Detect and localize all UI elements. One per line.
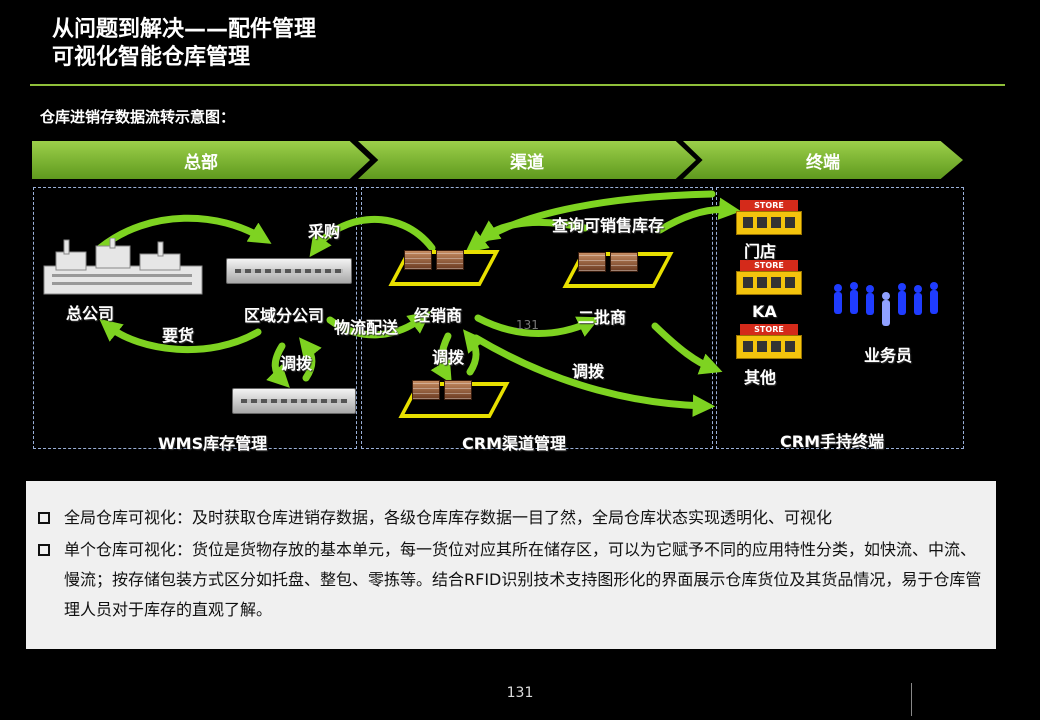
other-store-icon: STORE xyxy=(734,324,804,362)
title-line-1: 从问题到解决——配件管理 xyxy=(52,17,317,42)
stage-headquarters-chevron: 总部 xyxy=(32,141,370,179)
stage-label: 终端 xyxy=(806,152,840,173)
node-label-ka: KA xyxy=(752,302,777,321)
node-label-dealer: 经销商 xyxy=(414,306,463,325)
diagram-subtitle: 仓库进销存数据流转示意图： xyxy=(40,108,236,126)
description-box: 全局仓库可视化：及时获取仓库进销存数据，各级仓库库存数据一目了然，全局仓库状态实… xyxy=(26,481,996,649)
salespeople-icon xyxy=(834,282,938,326)
box xyxy=(578,252,606,272)
stage-terminal-chevron: 终端 xyxy=(683,141,963,179)
store-sign: STORE xyxy=(740,324,798,335)
stage-label: 总部 xyxy=(184,152,218,173)
wms-warehouse-server-icon xyxy=(232,388,356,414)
square-bullet-icon xyxy=(38,544,50,556)
flow-label-order: 要货 xyxy=(162,326,195,345)
factory-icon xyxy=(43,238,203,295)
node-label-wholesaler: 二批商 xyxy=(578,308,627,327)
zone-label-crm-handheld: CRM手持终端 xyxy=(780,432,884,451)
flow-label-logistics: 物流配送 xyxy=(334,318,399,337)
flow-label-transfer-left: 调拨 xyxy=(280,354,313,373)
bullet-item: 全局仓库可视化：及时获取仓库进销存数据，各级仓库库存数据一目了然，全局仓库状态实… xyxy=(38,503,982,533)
box xyxy=(436,250,464,270)
node-label-salesperson: 业务员 xyxy=(864,346,913,365)
flow-label-query-stock: 查询可销售库存 xyxy=(552,216,665,235)
store-body xyxy=(736,335,802,359)
bullet-text: 单个仓库可视化：货位是货物存放的基本单元，每一货位对应其所在储存区，可以为它赋予… xyxy=(64,540,982,619)
store-body xyxy=(736,271,802,295)
title-line-2: 可视化智能仓库管理 xyxy=(52,45,251,70)
title-divider xyxy=(30,84,1005,86)
wholesaler-boxes-icon xyxy=(578,252,638,272)
stage-label: 渠道 xyxy=(510,152,544,173)
flow-label-transfer-right: 调拨 xyxy=(572,362,605,381)
square-bullet-icon xyxy=(38,512,50,524)
store-icon: STORE xyxy=(734,200,804,238)
store-sign: STORE xyxy=(740,260,798,271)
box xyxy=(610,252,638,272)
sub-warehouse-boxes-icon xyxy=(412,380,472,400)
stage-channel-chevron: 渠道 xyxy=(358,141,696,179)
slide-title: 从问题到解决——配件管理 可视化智能仓库管理 xyxy=(52,16,316,72)
node-label-other: 其他 xyxy=(744,368,777,387)
zone-crm-handheld xyxy=(716,187,964,449)
bullet-item: 单个仓库可视化：货位是货物存放的基本单元，每一货位对应其所在储存区，可以为它赋予… xyxy=(38,535,982,625)
overlay-number: 131 xyxy=(516,318,539,332)
ka-store-icon: STORE xyxy=(734,260,804,298)
store-body xyxy=(736,211,802,235)
bullet-text: 全局仓库可视化：及时获取仓库进销存数据，各级仓库库存数据一目了然，全局仓库状态实… xyxy=(64,508,833,527)
page-number: 131 xyxy=(506,685,534,701)
box xyxy=(404,250,432,270)
flow-label-transfer-mid: 调拨 xyxy=(432,348,465,367)
zone-label-wms: WMS库存管理 xyxy=(158,434,268,453)
node-label-store: 门店 xyxy=(744,242,777,261)
zone-label-crm-channel: CRM渠道管理 xyxy=(462,434,566,453)
footer-divider xyxy=(911,683,912,716)
box xyxy=(412,380,440,400)
flow-label-purchase: 采购 xyxy=(308,222,341,241)
node-label-hq: 总公司 xyxy=(66,304,115,323)
dealer-boxes-icon xyxy=(404,250,464,270)
box xyxy=(444,380,472,400)
store-sign: STORE xyxy=(740,200,798,211)
node-label-regional: 区域分公司 xyxy=(244,306,325,325)
regional-server-icon xyxy=(226,258,352,284)
